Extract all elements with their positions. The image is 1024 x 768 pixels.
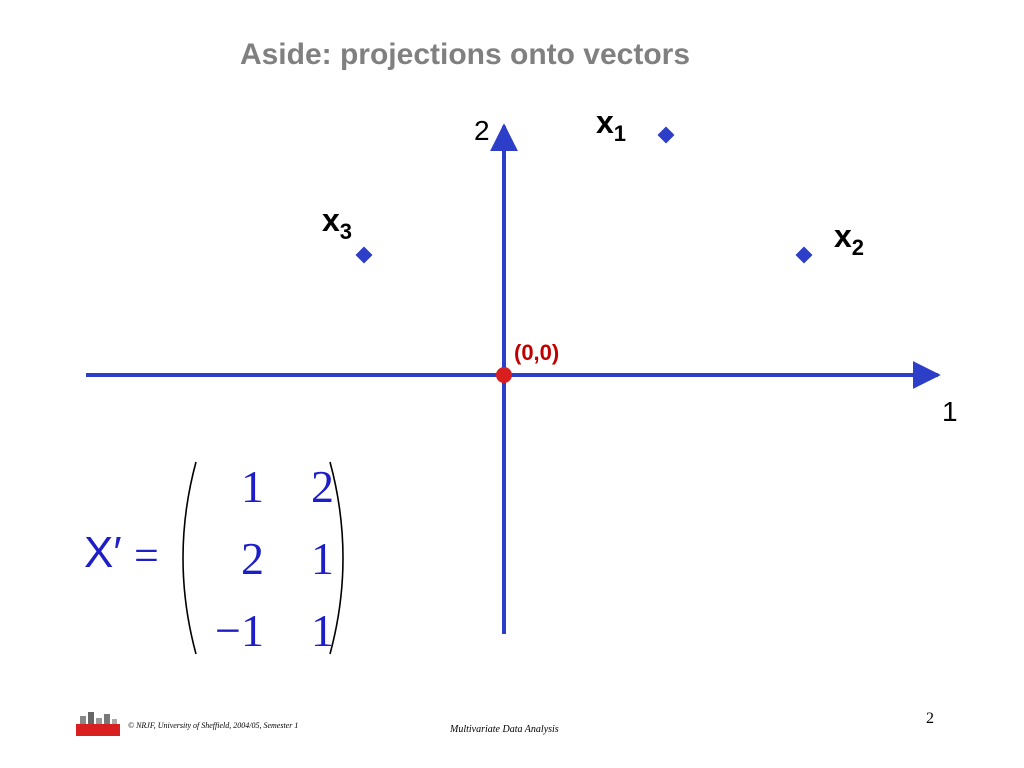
footer-course: Multivariate Data Analysis xyxy=(450,724,559,735)
university-logo xyxy=(76,712,120,736)
matrix-equals: = xyxy=(134,531,159,580)
slide-title: Aside: projections onto vectors xyxy=(239,38,691,71)
footer-copyright: © NRJF, University of Sheffield, 2004/05… xyxy=(128,721,299,730)
origin-label: (0,0) xyxy=(514,340,559,365)
point-label: x3 xyxy=(322,202,352,244)
axis-2-label: 2 xyxy=(474,115,490,146)
point-label: x1 xyxy=(596,104,626,146)
matrix-cell: 1 xyxy=(311,605,334,656)
points-layer: x1 x2 x3 xyxy=(322,104,864,264)
point-marker xyxy=(355,246,373,264)
matrix-cell: 2 xyxy=(311,461,334,512)
point-label: x2 xyxy=(834,218,864,260)
page-number: 2 xyxy=(926,710,934,727)
point-marker xyxy=(657,126,675,144)
axis-1-label: 1 xyxy=(942,396,958,427)
matrix-cell: 2 xyxy=(241,533,264,584)
matrix-cell: 1 xyxy=(311,533,334,584)
point-marker xyxy=(795,246,813,264)
matrix-lhs: X′ xyxy=(84,528,122,577)
origin-point xyxy=(496,367,512,383)
matrix-cell: −1 xyxy=(215,605,264,656)
matrix-cell: 1 xyxy=(241,461,264,512)
